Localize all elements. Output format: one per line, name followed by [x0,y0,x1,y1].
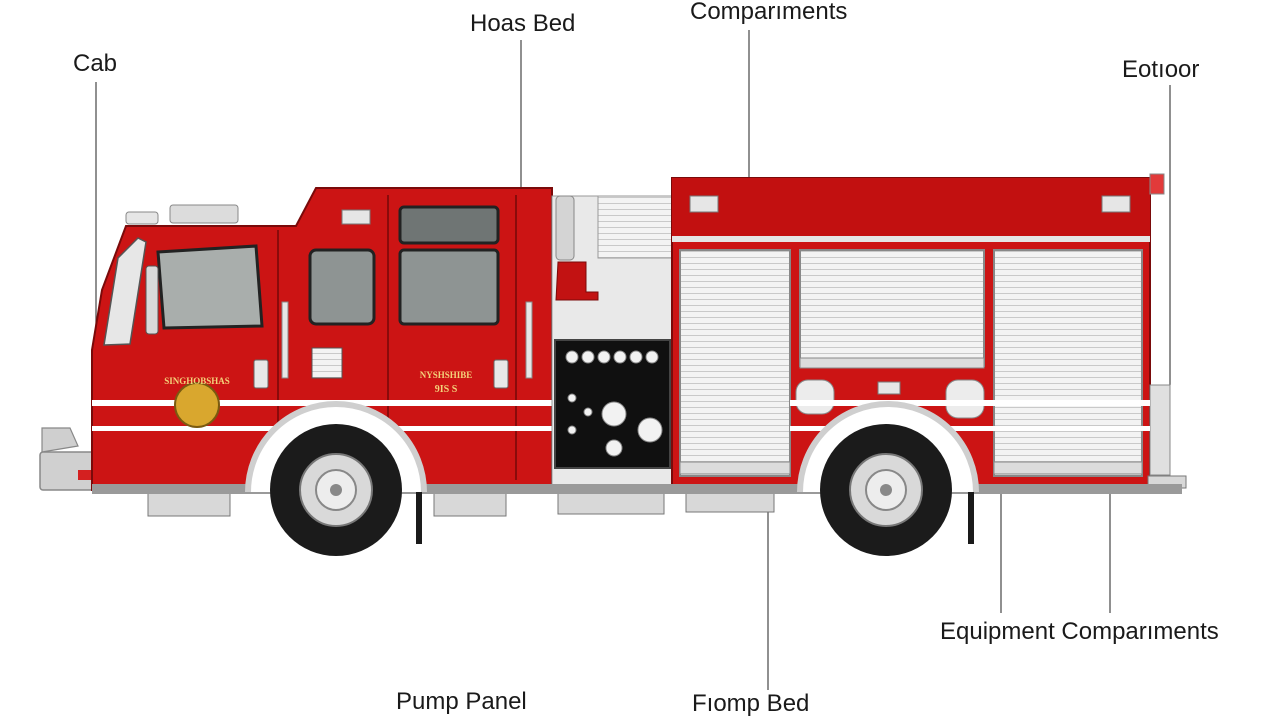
compartment-handle-1 [679,461,791,475]
mirror [145,265,159,335]
windshield [103,237,147,346]
rear-ladder-rail [1149,384,1171,476]
pump-top-box [597,195,673,259]
mudflap-front [416,492,422,544]
pump-gauges [565,350,663,457]
compartment-door-3 [993,249,1143,477]
compartment-door-2 [799,249,985,367]
label-cab: Cab [73,50,118,77]
mudflap-rear [968,492,974,544]
roof-light-left [125,211,159,225]
door-emblem [174,382,220,428]
body-light-right [945,379,985,419]
front-window [156,244,264,330]
body-trim [672,236,1150,242]
body-marker-mid [877,381,901,395]
pump-pipe [555,195,575,261]
crew-window-2 [398,205,500,245]
crew-window-3 [398,248,500,326]
front-wheel [270,424,402,556]
rear-stripe-lower [790,426,1150,431]
grab-rail-2 [525,301,533,379]
cab-vent [311,347,343,379]
top-marker-left [689,195,719,213]
compartment-sill-2 [799,357,985,369]
rear-stripe-upper [790,400,1150,406]
fire-truck: SINGHOBSHAS NYSHSHIBE 9IS S [39,173,1187,556]
door-handle-1 [253,359,269,389]
label-pump-panel: Pump Panel [396,688,527,715]
leader-lines [95,30,1171,690]
front-hook [41,427,79,453]
grab-rail [281,301,289,379]
rear-light [1149,173,1165,195]
side-text-2: 9IS S [435,384,458,395]
rear-body-top [672,178,1150,236]
cab-step [147,491,231,517]
label-compartments-top: Comparıments [690,0,848,25]
side-text-1: NYSHSHIBE [420,370,473,380]
compartment-handle-3 [993,461,1143,475]
rear-wheel [820,424,952,556]
rear-step-a [433,491,507,517]
roof-light-right [169,204,239,224]
door-handle-2 [493,359,509,389]
label-equipment-compartments: Equipment Comparıments [940,618,1219,645]
compartment-door-1 [679,249,791,477]
cab-top-marker [341,209,371,225]
label-hose-bed-top: Hoas Bed [470,10,576,37]
body-light-left [795,379,835,415]
label-top-right: Eotıoor [1122,56,1200,83]
pump-red-fitting [555,261,599,301]
top-marker-right [1101,195,1131,213]
chassis-rail [92,484,1182,494]
crew-window-1 [308,248,376,326]
door-emblem-text: SINGHOBSHAS [164,376,230,386]
label-hose-bed-bottom: Fıomp Bed [692,690,810,717]
